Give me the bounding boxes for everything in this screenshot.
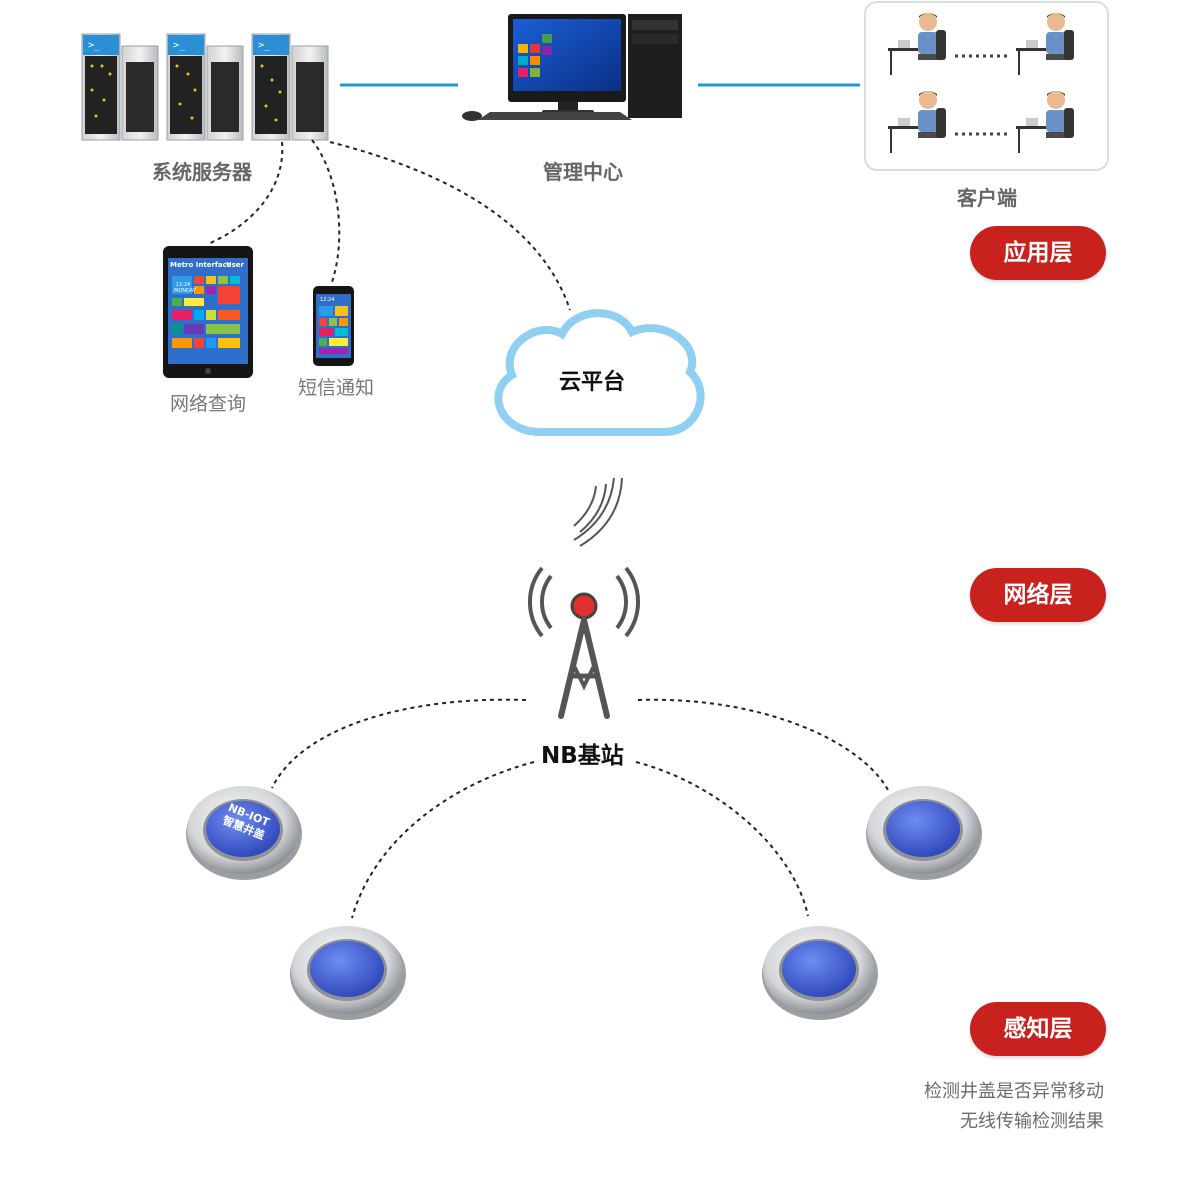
network-layer-badge: 网络层 <box>970 568 1106 622</box>
wireless-signal-icon <box>573 477 623 547</box>
tablet-connection <box>207 141 284 245</box>
perception-layer-badge: 感知层 <box>970 1002 1106 1056</box>
office-worker-icon <box>888 91 946 153</box>
tablet-icon <box>163 246 253 378</box>
manhole-sensor <box>184 780 304 882</box>
nb-tower-icon <box>528 566 640 719</box>
office-worker-icon <box>1016 13 1074 75</box>
server-label: 系统服务器 <box>152 160 252 184</box>
sensor-connection <box>635 761 809 917</box>
tablet-screen-user: User <box>225 261 244 269</box>
svg-text:>_: >_ <box>88 40 101 51</box>
application-layer-badge: 应用层 <box>970 226 1106 280</box>
cloud-platform-icon <box>494 309 705 436</box>
tablet-time: 12:24 <box>175 282 191 288</box>
sensor-connection <box>637 698 889 791</box>
sensor-connection <box>351 761 535 919</box>
office-worker-icon <box>888 13 946 75</box>
server-rack-icon: >_ >_ >_ <box>81 33 329 141</box>
office-worker-icon <box>1016 91 1074 153</box>
sms-notice-label: 短信通知 <box>298 377 375 399</box>
client-panel <box>864 1 1109 171</box>
client-label: 客户端 <box>957 186 1017 210</box>
phone-connection <box>311 139 341 283</box>
cloud-connection <box>329 141 571 311</box>
phone-time: 12:24 <box>320 297 335 303</box>
network-query-label: 网络查询 <box>170 393 247 415</box>
nb-station-label: NB基站 <box>541 743 624 769</box>
manhole-sensor <box>760 920 880 1022</box>
desktop-computer-icon <box>462 14 682 121</box>
cloud-platform-label: 云平台 <box>559 370 626 395</box>
manhole-sensor <box>288 920 408 1022</box>
tablet-day: MONDAY <box>174 288 196 294</box>
smartphone-icon <box>313 286 354 366</box>
tablet-clock-tile: 12:24 MONDAY <box>174 282 196 294</box>
manhole-sensor <box>864 780 984 882</box>
svg-text:>_: >_ <box>258 40 271 51</box>
tablet-screen-title: Metro Interface <box>170 261 232 269</box>
description-line-1: 检测井盖是否异常移动 <box>924 1081 1104 1102</box>
management-center-label: 管理中心 <box>543 160 623 184</box>
tablet-screen-header: Metro Interface User <box>170 261 246 273</box>
sensor-connection <box>271 698 527 789</box>
svg-text:>_: >_ <box>173 40 186 51</box>
description-line-2: 无线传输检测结果 <box>960 1111 1104 1132</box>
